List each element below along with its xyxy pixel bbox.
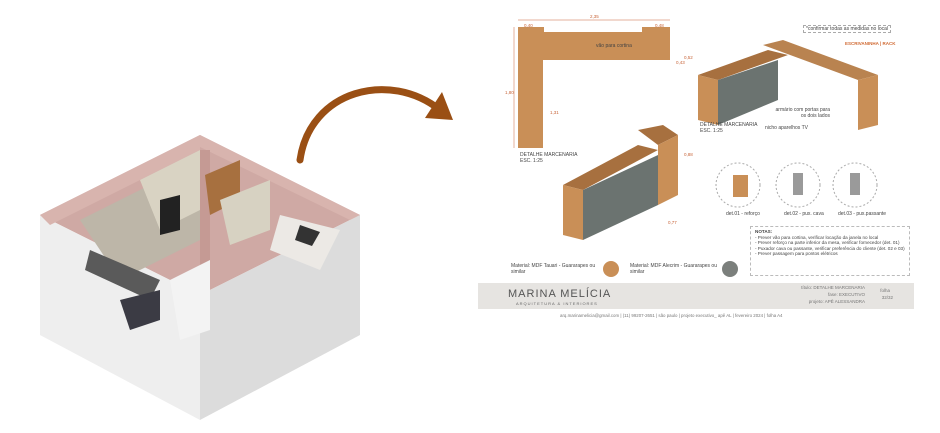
- dim-h2: 0,52: [684, 55, 693, 60]
- note-item: - Prever reforço na parte inferior da me…: [755, 240, 900, 246]
- callout-2: nicho aparelhos TV: [765, 125, 808, 131]
- detail-label-2: DETALHE MARCENARIA: [700, 122, 758, 128]
- callout-1: armário com portas para os dois lados: [775, 107, 830, 119]
- confirm-note: *confirmar todas as medidas no local: [803, 25, 891, 33]
- detail-scale-1: ESC. 1:25: [520, 158, 543, 164]
- fase: fase: EXECUTIVO: [827, 292, 865, 297]
- titulo: título: DETALHE MARCENARIA: [801, 285, 865, 290]
- section-title: ESCRIVANINHA | RACK: [845, 41, 896, 46]
- vao-label: vão para cortina: [596, 43, 632, 49]
- dim-width: 2,35: [590, 14, 599, 19]
- material-2-swatch: [722, 261, 738, 277]
- dim-h4: 0,88: [684, 152, 693, 157]
- brand-subtitle: ARQUITETURA & INTERIORES: [516, 301, 598, 306]
- folha-number: 32/32: [881, 295, 893, 300]
- dim-h5: 0,77: [668, 220, 677, 225]
- notes-box: NOTAS: - Prever vão para cortina, verifi…: [750, 226, 910, 276]
- curved-arrow-icon: [296, 86, 453, 164]
- contact-line: arq.marinamelicia@gmail.com | (11) 99207…: [560, 313, 783, 318]
- material-2-label: Material: MDF Alecrim - Guararapes ou si…: [630, 263, 717, 275]
- folha-label: folha: [880, 288, 890, 293]
- dim-left: 0,40: [524, 23, 533, 28]
- note-item: - Prever vão para cortina, verificar loc…: [755, 234, 879, 240]
- marcenaria-drawings: [513, 19, 878, 240]
- isometric-apartment-render: [40, 135, 360, 420]
- note-item: - Puxador cava ou passante, verificar pr…: [755, 245, 905, 251]
- dim-right: 0,48: [655, 23, 664, 28]
- notes-title: NOTAS:: [755, 229, 773, 234]
- brand-name: MARINA MELÍCIA: [508, 288, 612, 300]
- projeto: projeto: APÊ ALESSANDRA: [808, 299, 865, 304]
- dim-h1: 0,43: [676, 60, 685, 65]
- dim-total-h: 1,80: [505, 90, 514, 95]
- material-1-swatch: [603, 261, 619, 277]
- detail-scale-2: ESC. 1:25: [700, 128, 723, 134]
- note-item: - Prever passagem para pontos elétricos: [755, 251, 838, 257]
- material-1-label: Material: MDF Tauari - Guararapes ou sim…: [511, 263, 596, 275]
- detail-label-1: DETALHE MARCENARIA: [520, 152, 578, 158]
- detail-03: det.03 - pux.passante: [838, 211, 887, 217]
- dim-h3: 1,31: [550, 110, 559, 115]
- title-block: [478, 283, 914, 309]
- detail-01: det.01 - reforço: [726, 211, 760, 217]
- detail-02: det.02 - pux. cava: [784, 211, 824, 217]
